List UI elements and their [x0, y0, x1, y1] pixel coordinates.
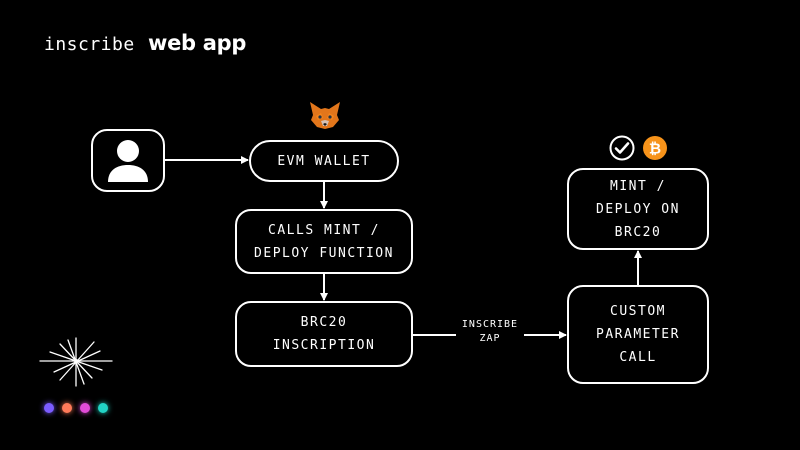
custom-parameter-label-line2: PARAMETER [596, 327, 680, 342]
svg-text:₿: ₿ [649, 140, 661, 158]
dot-pink [80, 403, 90, 413]
evm-wallet-label: EVM WALLET [277, 153, 371, 169]
custom-parameter-label-line1: CUSTOM [610, 304, 666, 319]
dot-orange [62, 403, 72, 413]
metamask-fox-icon [310, 102, 340, 129]
custom-parameter-node: CUSTOM PARAMETER CALL [567, 285, 709, 384]
dot-purple [44, 403, 54, 413]
dot-teal [98, 403, 108, 413]
inscribe-zap-line1: INSCRIBE [461, 319, 519, 330]
product-name: web app [148, 31, 247, 55]
brc20-inscription-node: BRC20 INSCRIPTION [235, 301, 413, 367]
brand-name: inscribe [44, 34, 135, 55]
brc20-inscription-label-line2: INSCRIPTION [272, 338, 376, 353]
mint-deploy-label-line1: MINT / [610, 178, 666, 194]
custom-parameter-label-line3: CALL [619, 350, 657, 365]
calls-mint-label-line1: CALLS MINT / [268, 222, 380, 238]
evm-wallet-node: EVM WALLET [249, 140, 399, 182]
mint-deploy-label-line2: DEPLOY ON [596, 201, 680, 217]
calls-mint-label-line2: DEPLOY FUNCTION [254, 245, 394, 261]
mint-deploy-label-line3: BRC20 [614, 224, 662, 240]
inscribe-zap-label: INSCRIBE ZAP [456, 318, 524, 346]
user-node [91, 129, 165, 192]
user-icon [108, 139, 148, 182]
calls-mint-node: CALLS MINT / DEPLOY FUNCTION [235, 209, 413, 274]
checkmark-icon [609, 135, 635, 161]
inscribe-zap-line2: ZAP [479, 333, 501, 344]
bitcoin-icon: ₿ [643, 136, 667, 160]
sparkle-icon [39, 337, 113, 387]
brc20-inscription-label-line1: BRC20 [300, 315, 348, 330]
mint-deploy-node: MINT / DEPLOY ON BRC20 [567, 168, 709, 250]
